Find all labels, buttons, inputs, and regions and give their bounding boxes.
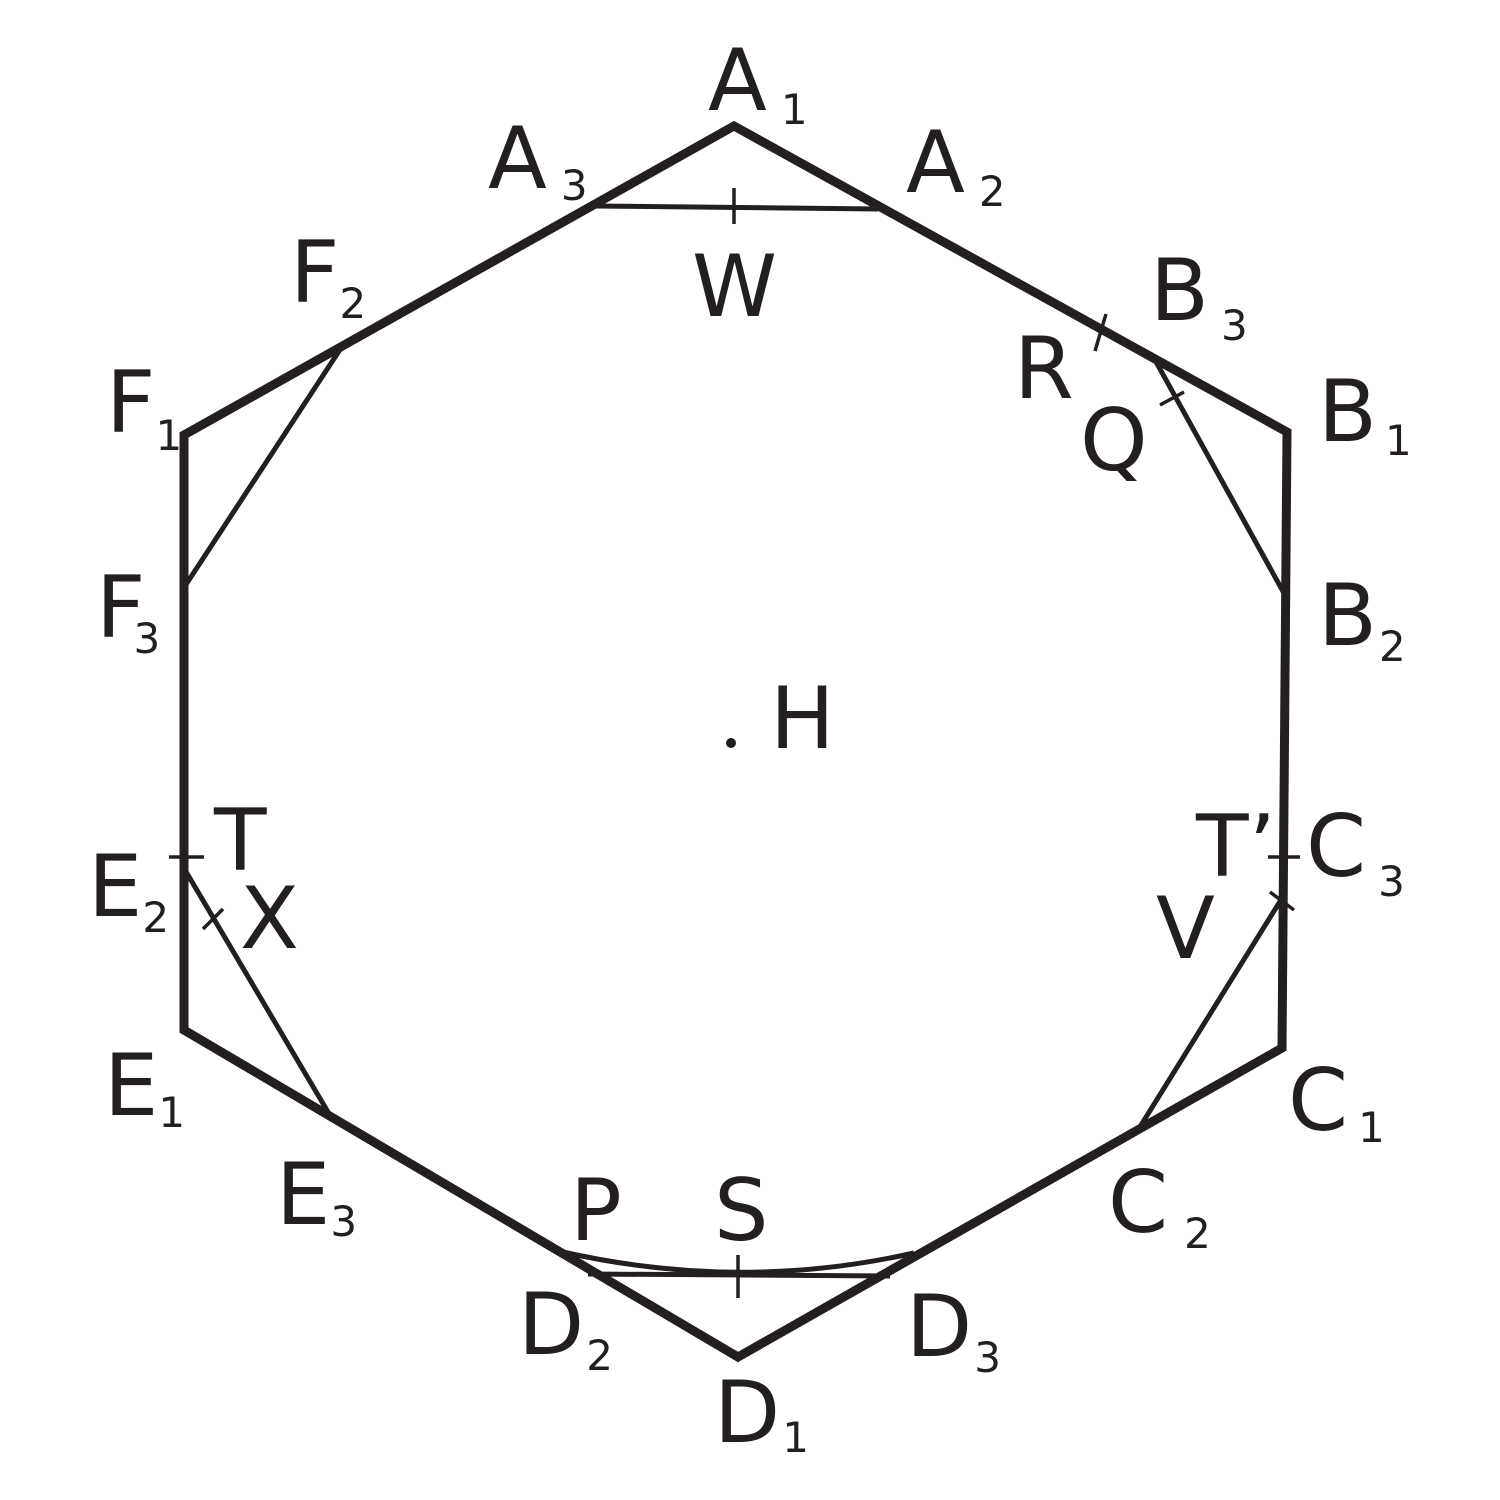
label-e1: E1 xyxy=(104,1036,185,1137)
label-s: S xyxy=(714,1161,769,1261)
label-b2: B2 xyxy=(1318,566,1406,671)
label-e2: E2 xyxy=(88,837,169,942)
tick-x xyxy=(201,907,225,931)
label-t: T xyxy=(213,791,267,891)
center-dot xyxy=(726,738,736,748)
label-p: P xyxy=(570,1161,622,1261)
label-d1: D1 xyxy=(714,1363,809,1463)
cut-a3-a2 xyxy=(595,203,879,212)
tick-q xyxy=(1159,390,1185,407)
label-x: X xyxy=(240,869,299,969)
label-tprime: T’ xyxy=(1195,797,1276,897)
label-q: Q xyxy=(1080,391,1148,491)
cut-c3-c2 xyxy=(1135,893,1287,1132)
label-v: V xyxy=(1156,879,1215,979)
label-d3: D3 xyxy=(906,1277,1001,1382)
cut-f2-f3 xyxy=(182,343,346,588)
cut-e2-e3 xyxy=(182,868,331,1114)
label-w: W xyxy=(692,237,777,337)
label-r: R xyxy=(1014,319,1074,419)
label-h: H xyxy=(770,669,835,769)
label-f2: F2 xyxy=(290,223,366,328)
tick-r xyxy=(1093,313,1108,352)
label-d2: D2 xyxy=(518,1275,613,1380)
outer-hexagon xyxy=(179,120,1292,1363)
tick-v xyxy=(1268,890,1296,912)
label-f1: F1 xyxy=(106,353,182,460)
label-f3: F3 xyxy=(96,558,160,663)
cut-b3-b2 xyxy=(1152,358,1288,597)
label-e3: E3 xyxy=(276,1145,357,1246)
